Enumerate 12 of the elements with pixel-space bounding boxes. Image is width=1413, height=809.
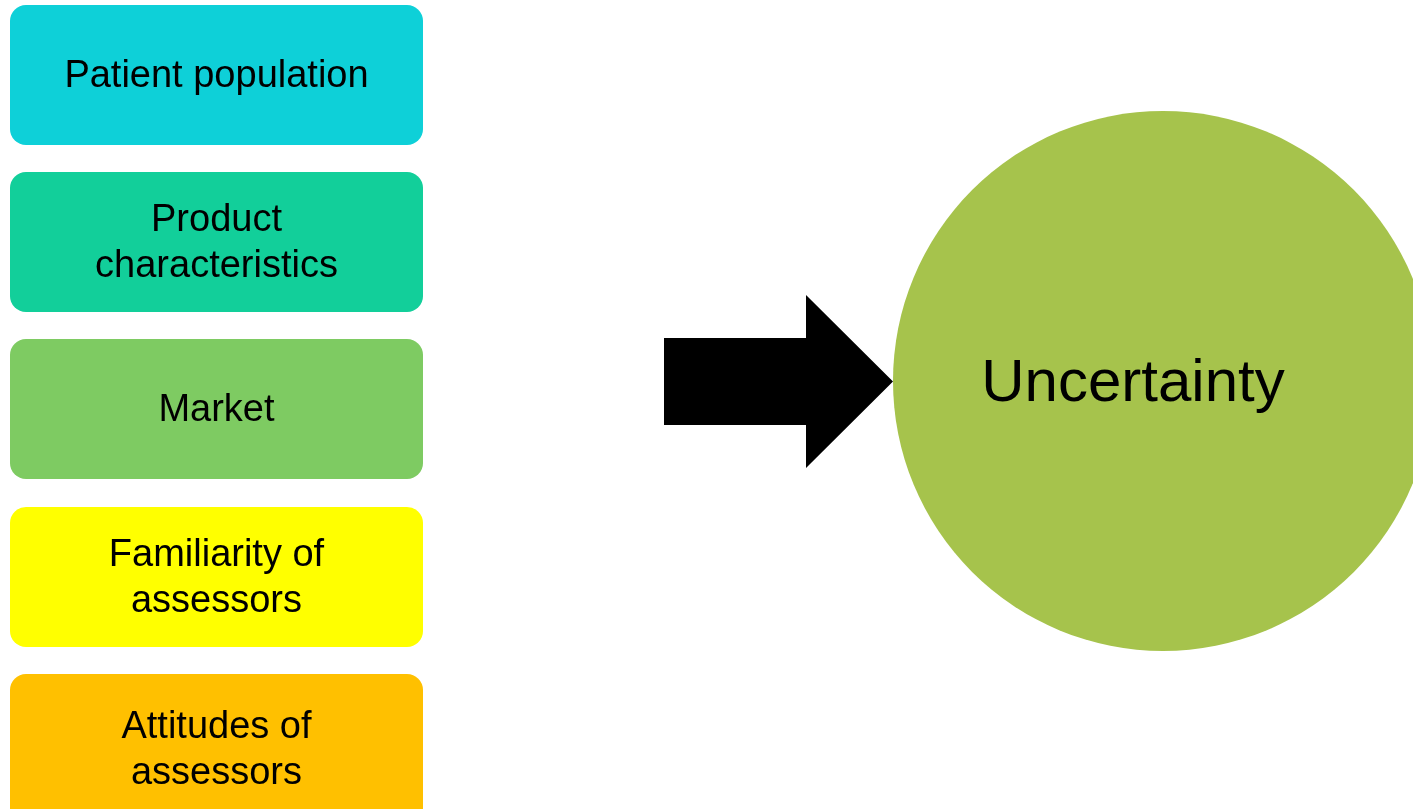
node-label: Market	[158, 386, 275, 432]
block-arrow	[664, 295, 893, 468]
node-label: Patient population	[64, 52, 369, 98]
node-label: Uncertainty	[981, 346, 1285, 416]
rounded-box	[10, 5, 423, 145]
rounded-box	[10, 339, 423, 479]
node-label: Familiarity of assessors	[107, 531, 326, 622]
node-label: Product characteristics	[94, 196, 339, 287]
node-label: Attitudes of assessors	[120, 703, 313, 794]
rounded-box	[10, 507, 423, 647]
rounded-box	[10, 172, 423, 312]
rounded-box	[10, 674, 423, 809]
